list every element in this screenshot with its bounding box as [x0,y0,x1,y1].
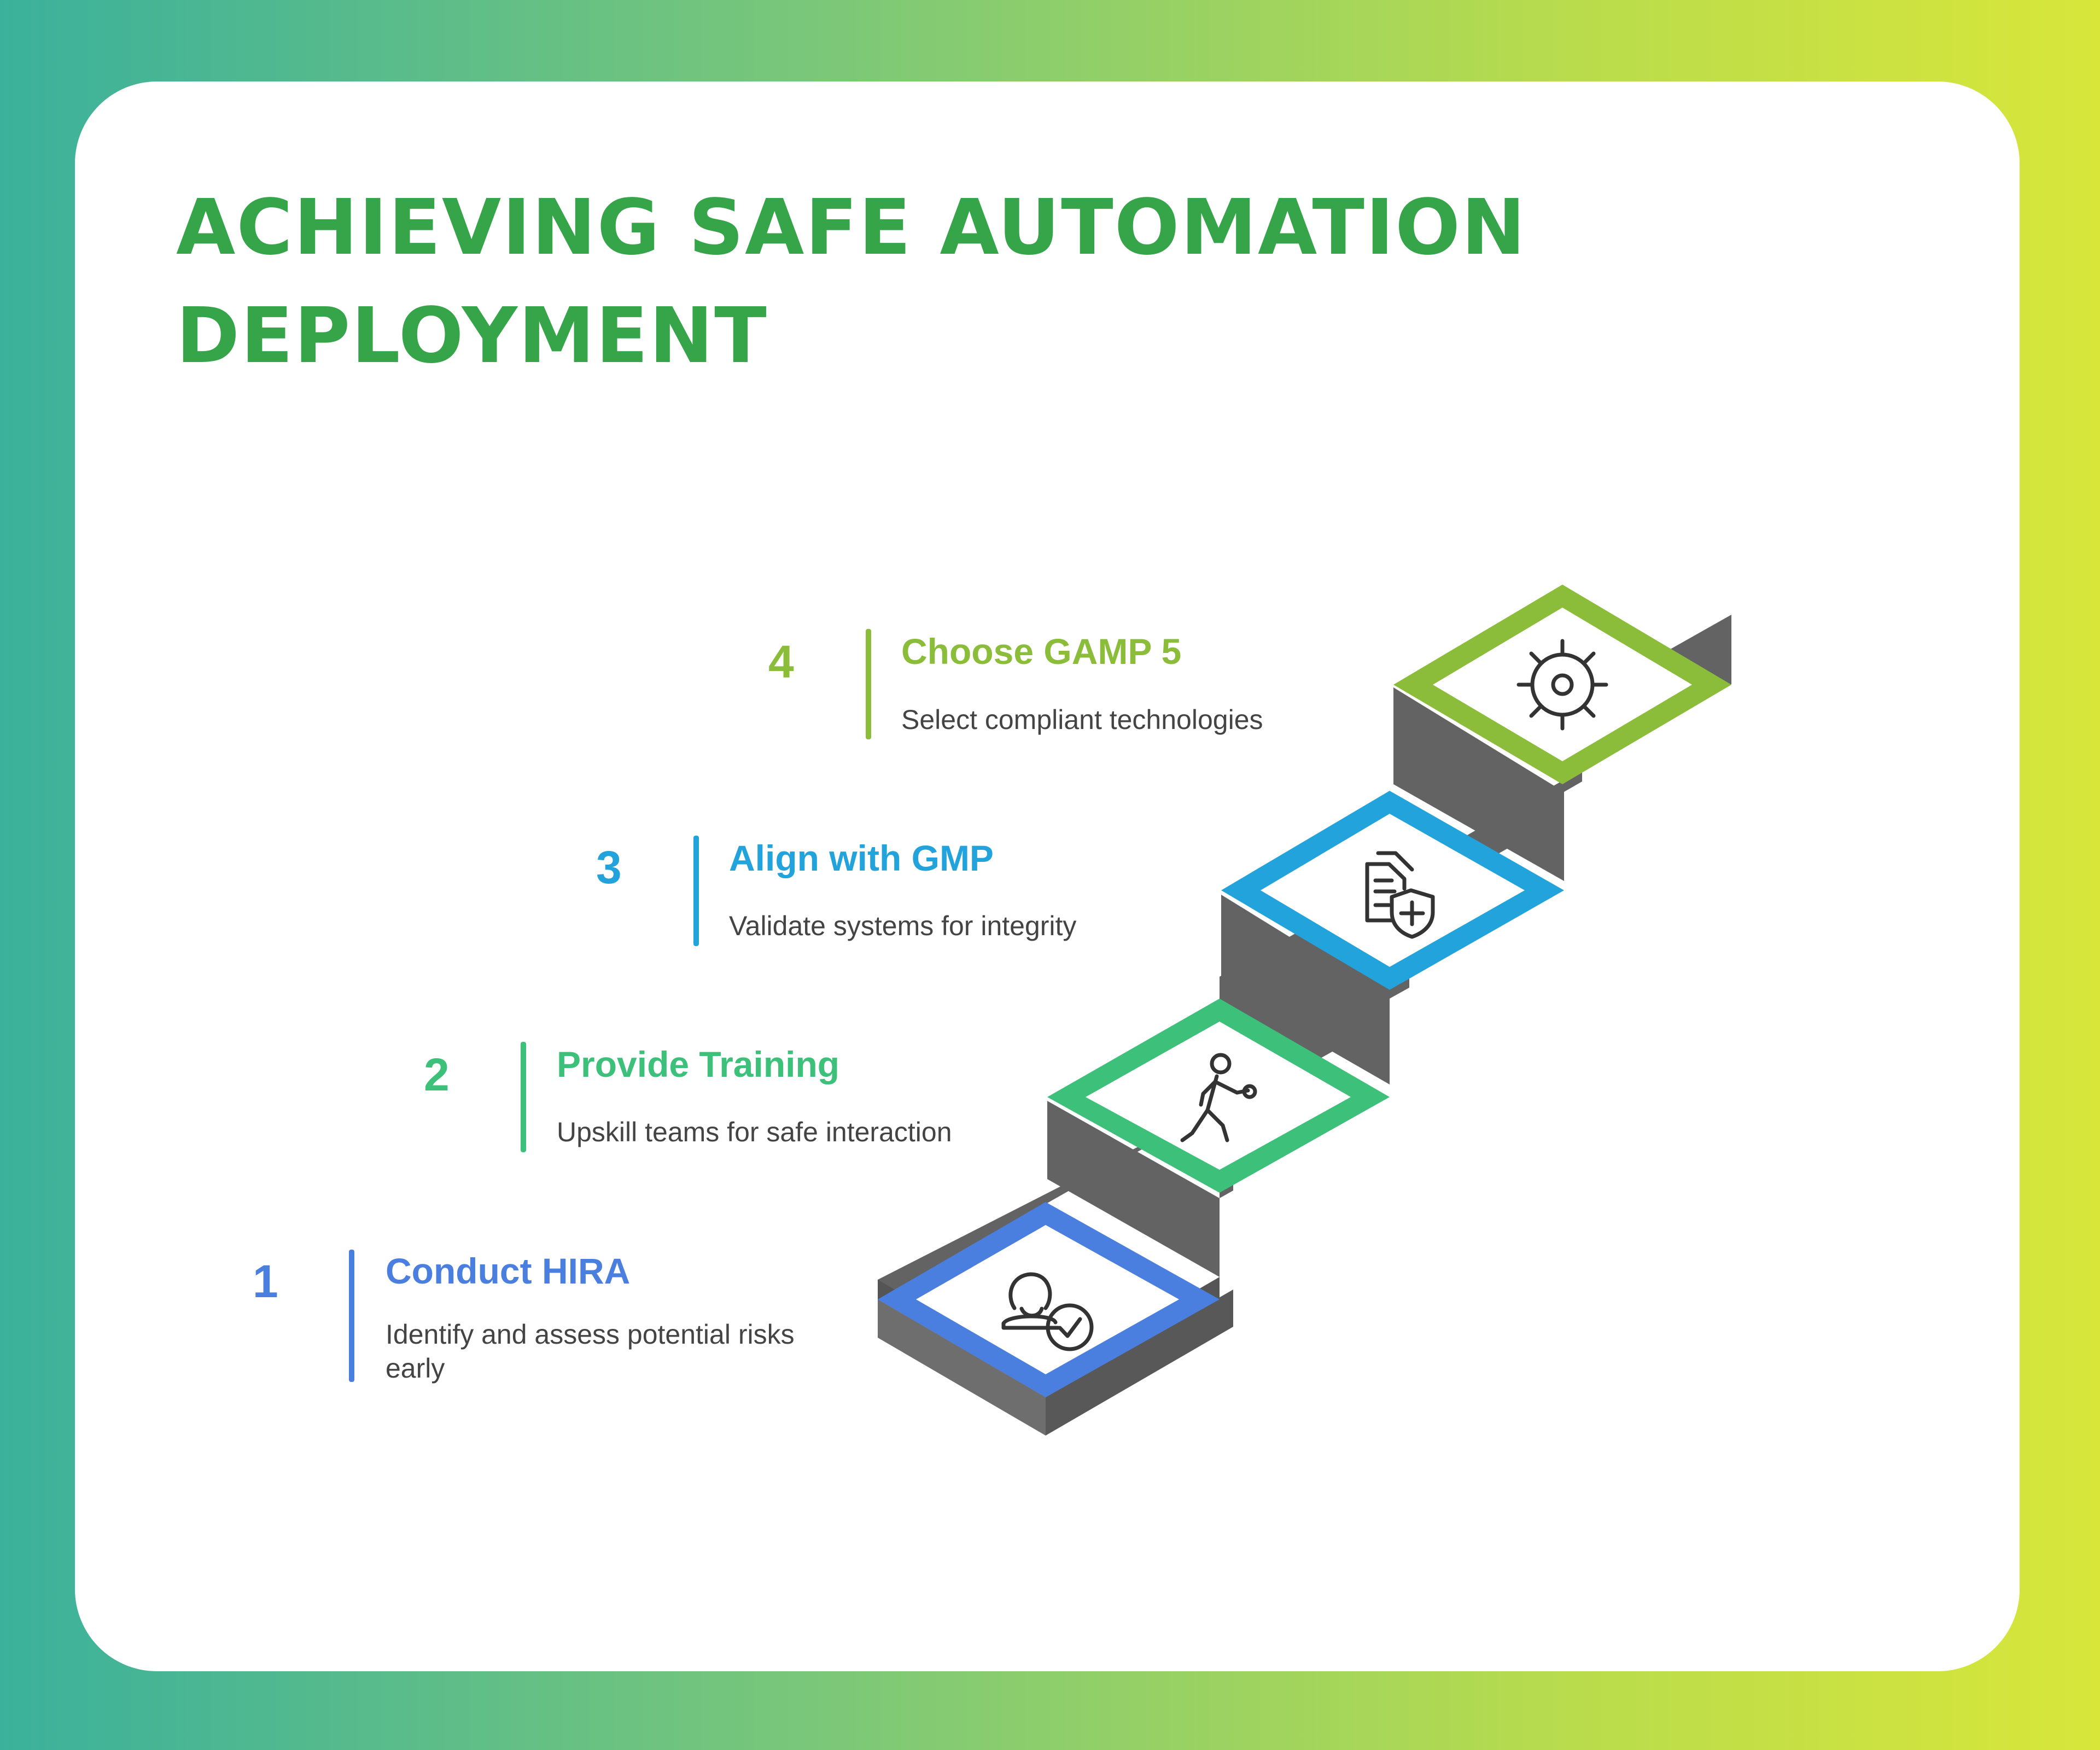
step-1-title: Conduct HIRA [386,1251,631,1291]
step-1-description-line-2: early [386,1353,445,1384]
step-3-number: 3 [596,842,622,893]
step-4-tread-inner [1433,608,1692,761]
step-3-title: Align with GMP [729,838,994,878]
step-1-description-line-1: Identify and assess potential risks [386,1319,795,1350]
title-line-1: ACHIEVING SAFE AUTOMATION [176,183,1527,272]
step-2-divider [521,1042,526,1152]
step-2-tread-inner [1086,1022,1351,1170]
step-1-number: 1 [253,1256,278,1307]
step-4-description-line-1: Select compliant technologies [901,704,1263,735]
step-4-number: 4 [768,636,794,687]
page-title: ACHIEVING SAFE AUTOMATION DEPLOYMENT [176,174,1707,390]
step-4-divider [866,629,871,739]
step-4-title: Choose GAMP 5 [901,631,1182,672]
risk-assessment-person-check-icon [1001,1272,1094,1351]
step-2-description-line-1: Upskill teams for safe interaction [557,1117,952,1147]
training-person-exercise-icon [1180,1053,1257,1142]
step-3-divider [693,836,699,946]
step-2-title: Provide Training [557,1044,840,1084]
staircase-front-face [878,1299,1046,1436]
staircase-bottom-right [1046,1290,1233,1436]
step-3-description-line-1: Validate systems for integrity [729,911,1077,941]
title-line-2: DEPLOYMENT [176,291,768,381]
riser-step-3 [1221,895,1390,1084]
step-1-divider [349,1250,354,1382]
step-2-number: 2 [424,1049,450,1100]
riser-step-2 [1047,1101,1220,1277]
document-shield-icon [1365,851,1435,939]
riser-step-4 [1393,687,1564,881]
gear-icon [1516,639,1608,731]
